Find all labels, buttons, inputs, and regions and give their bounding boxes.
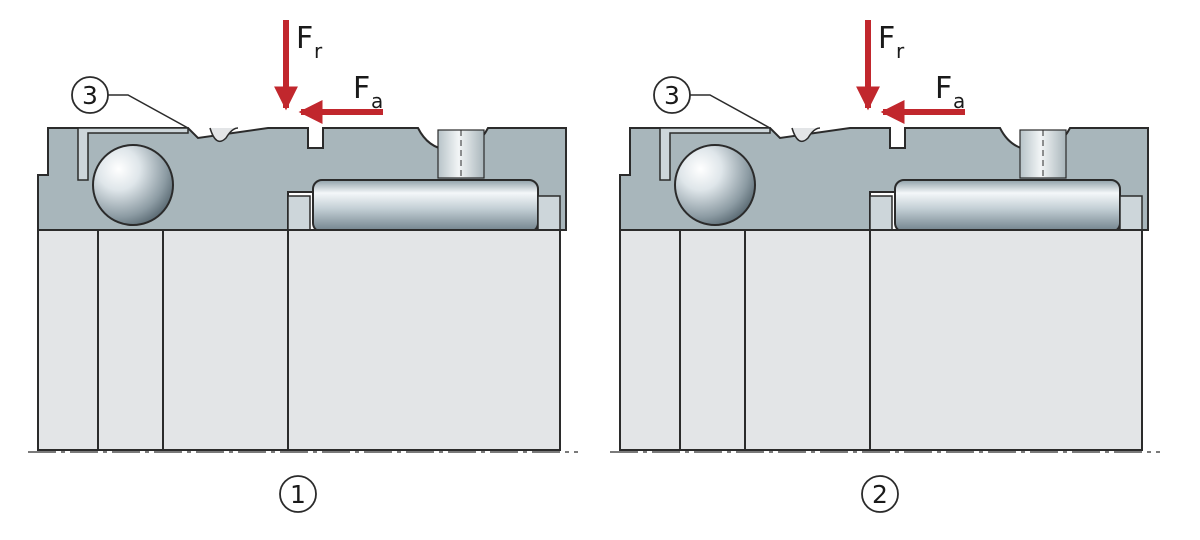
axial-force-subscript: a [371, 89, 383, 113]
axial-force-symbol: F [353, 71, 370, 106]
axial-force-subscript: a [953, 89, 965, 113]
radial-force-symbol: F [878, 21, 895, 56]
radial-force-subscript: r [896, 39, 905, 63]
panel-2: 3 2 F r F a [610, 20, 1160, 512]
callout-label: 3 [664, 81, 680, 110]
radial-force-symbol: F [296, 21, 313, 56]
radial-force-subscript: r [314, 39, 323, 63]
axial-force-symbol: F [935, 71, 952, 106]
panel-number-label: 2 [872, 480, 888, 509]
callout-label: 3 [82, 81, 98, 110]
panel-1: 3 1 F r F a [28, 20, 578, 512]
panel-number-label: 1 [290, 480, 306, 509]
